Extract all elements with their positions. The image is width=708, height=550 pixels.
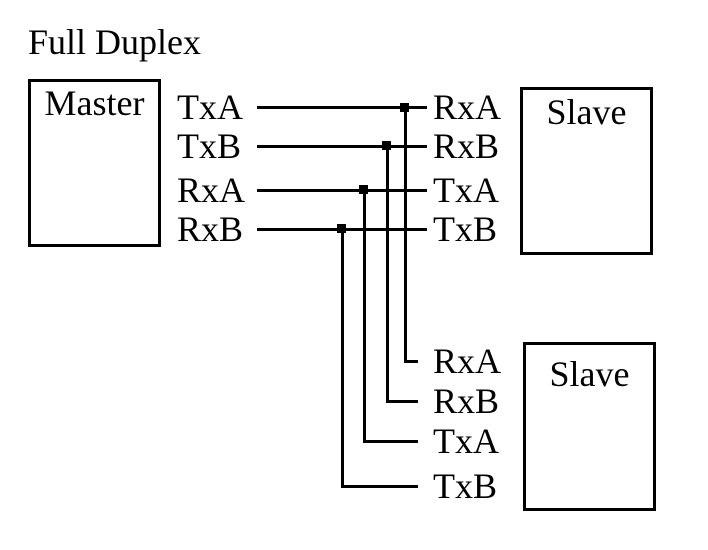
master-box — [28, 79, 161, 247]
wire-stub-slave-bottom-txa — [363, 440, 418, 443]
wire-branch-vertical-txa — [363, 189, 366, 443]
slave-top-label: Slave — [546, 92, 627, 132]
master-label: Master — [44, 83, 145, 123]
master-pin-rxa: RxA — [177, 170, 246, 210]
slave-top-pin-txb: TxB — [433, 209, 498, 249]
slave-bottom-label: Slave — [549, 354, 630, 394]
wire-branch-vertical-txb — [341, 228, 344, 488]
wire-stub-slave-bottom-rxb — [386, 400, 418, 403]
wire-master-txa-to-slave-top-rxa — [257, 106, 427, 109]
slave-bottom-pin-rxa: RxA — [433, 341, 502, 381]
slave-bottom-pin-txa: TxA — [433, 421, 499, 461]
junction-dot-rxb — [382, 141, 391, 150]
slave-bottom-pin-rxb: RxB — [433, 381, 500, 421]
slave-top-box — [520, 87, 653, 255]
junction-dot-txb — [337, 224, 346, 233]
diagram-title: Full Duplex — [28, 22, 202, 62]
wire-branch-vertical-rxb — [386, 145, 389, 403]
junction-dot-txa — [359, 185, 368, 194]
slave-bottom-box — [523, 342, 656, 511]
slave-top-pin-txa: TxA — [433, 170, 499, 210]
slave-top-pin-rxa: RxA — [433, 87, 502, 127]
slave-bottom-pin-txb: TxB — [433, 466, 498, 506]
master-pin-rxb: RxB — [177, 209, 244, 249]
wire-stub-slave-bottom-txb — [341, 485, 418, 488]
wire-master-txb-to-slave-top-rxb — [257, 145, 427, 148]
junction-dot-rxa — [400, 103, 409, 112]
master-pin-txa: TxA — [177, 87, 243, 127]
master-pin-txb: TxB — [177, 126, 242, 166]
slave-top-pin-rxb: RxB — [433, 126, 500, 166]
wire-branch-vertical-rxa — [404, 106, 407, 363]
wire-master-rxa-to-slave-top-txa — [257, 189, 427, 192]
wire-stub-slave-bottom-rxa — [404, 360, 418, 363]
